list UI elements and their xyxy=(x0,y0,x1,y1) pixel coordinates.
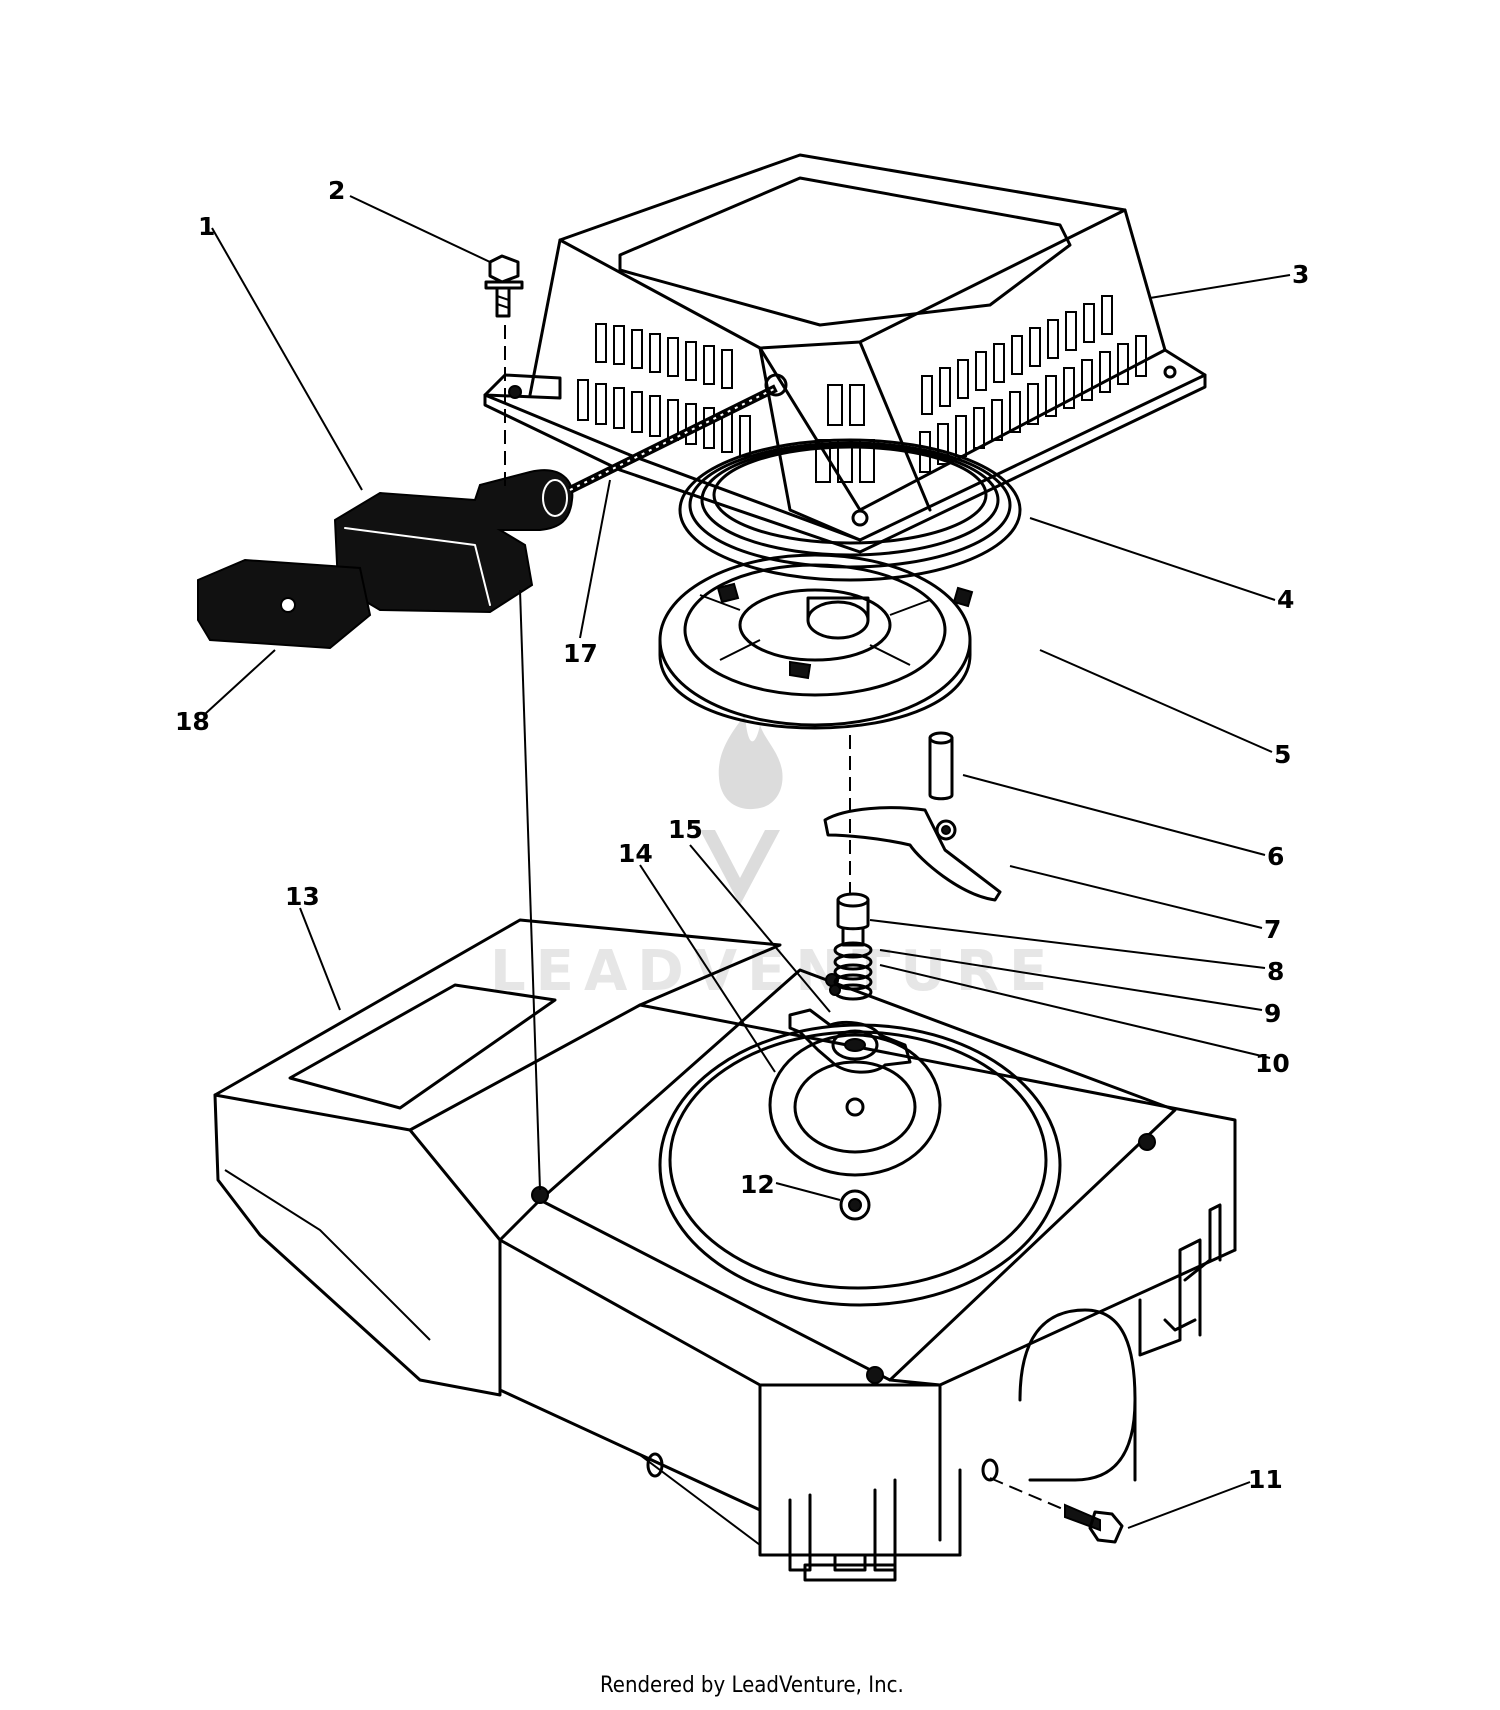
part-15-brake-lever xyxy=(788,1008,912,1074)
part-7-pawl xyxy=(823,806,1002,902)
callout-10: 10 xyxy=(1255,1049,1290,1078)
callout-2: 2 xyxy=(328,176,345,205)
callout-4: 4 xyxy=(1277,585,1294,614)
callout-1: 1 xyxy=(198,212,215,241)
part-5-pulley xyxy=(658,553,974,730)
part-3-starter-housing xyxy=(483,153,1207,554)
leadventure-flame-logo xyxy=(718,715,783,810)
part-9-washer xyxy=(833,941,873,959)
callout-15: 15 xyxy=(668,815,703,844)
housing-vents-left xyxy=(577,323,751,457)
part-6-pin xyxy=(928,731,954,801)
part-2-bolt xyxy=(484,254,524,318)
callout-17: 17 xyxy=(563,639,598,668)
callout-8: 8 xyxy=(1267,957,1284,986)
render-credit: Rendered by LeadVenture, Inc. xyxy=(600,1673,904,1698)
part-18-rope-grip xyxy=(197,558,372,650)
callout-18: 18 xyxy=(175,707,210,736)
callout-14: 14 xyxy=(618,839,653,868)
part-1-handle xyxy=(333,469,574,614)
part-8-shoulder-screw xyxy=(836,892,870,947)
leader-lines xyxy=(204,195,1291,1529)
callout-12: 12 xyxy=(740,1170,775,1199)
alignment-lines xyxy=(504,325,1066,1511)
housing-vents-right xyxy=(919,295,1147,473)
part-11-screw xyxy=(1064,1503,1124,1544)
callout-5: 5 xyxy=(1274,740,1291,769)
callout-6: 6 xyxy=(1267,842,1284,871)
callout-3: 3 xyxy=(1292,260,1309,289)
watermark: LEADVENTURE xyxy=(490,715,1047,1004)
part-10-spring xyxy=(829,953,873,1001)
callout-labels: 1 2 3 4 5 6 7 8 9 10 11 12 13 14 15 17 1… xyxy=(175,176,1309,1494)
housing-vents-front xyxy=(815,384,875,483)
leadventure-v-mark xyxy=(700,830,780,905)
callout-13: 13 xyxy=(285,882,320,911)
part-4-recoil-spring xyxy=(678,438,1022,582)
part-13-blower-housing xyxy=(213,918,1237,1582)
callout-11: 11 xyxy=(1248,1465,1283,1494)
callout-9: 9 xyxy=(1264,999,1281,1028)
callout-7: 7 xyxy=(1264,915,1281,944)
